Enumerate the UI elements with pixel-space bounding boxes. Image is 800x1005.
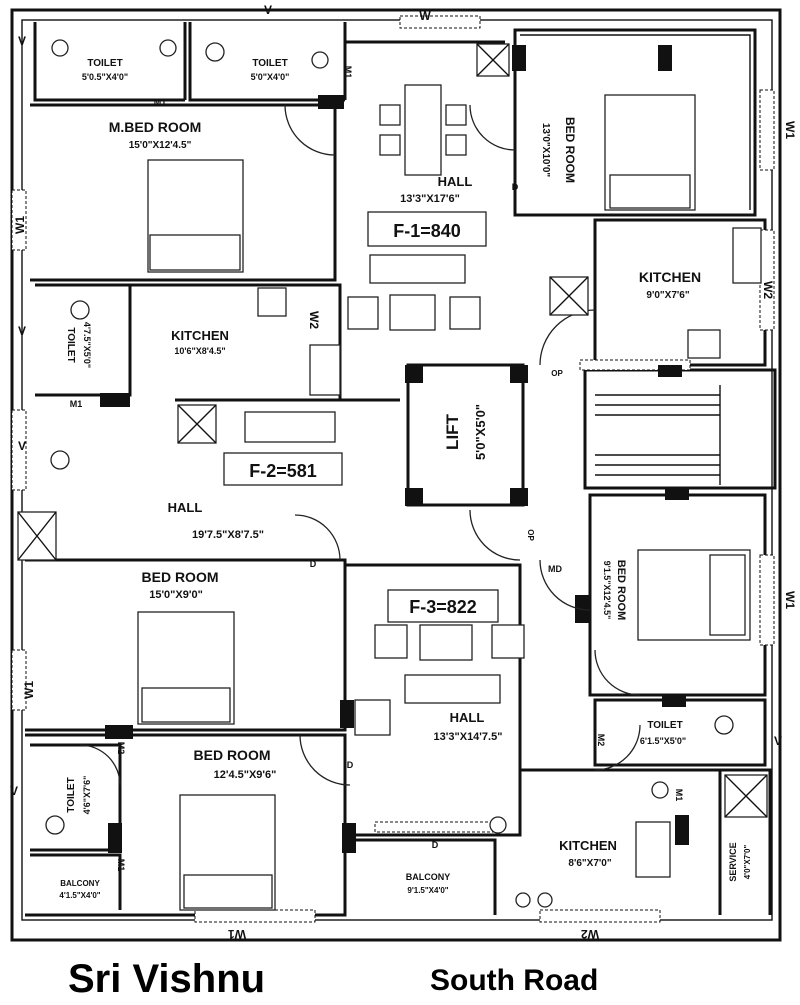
mark-m1-top: M1 <box>343 66 353 79</box>
flat-f3-label: F-3=822 <box>409 597 477 617</box>
furniture <box>17 39 768 911</box>
bed-f1-name: BED ROOM <box>563 117 577 183</box>
mark-v-left2: V <box>18 324 26 338</box>
lift-size: 5'0"X5'0" <box>473 404 488 460</box>
footer-right-text: South Road <box>430 964 598 997</box>
mark-m1-f2: M1 <box>70 399 83 409</box>
kitchen-f3-size: 8'6"X7'0" <box>568 858 611 869</box>
bed-f3-size: 9'1.5"X12'4.5" <box>602 561 612 620</box>
balcony-mid-name: BALCONY <box>406 872 451 882</box>
mark-op-lower: OP <box>526 529 535 541</box>
columns <box>100 45 689 853</box>
kitchen-f2-size: 10'6"X8'4.5" <box>174 346 225 356</box>
flat-f3-box <box>387 589 499 623</box>
bed-f3-name: BED ROOM <box>615 560 627 621</box>
hall-f2-size: 19'7.5"X8'7.5" <box>192 529 264 541</box>
mark-d-bed-f2: D <box>310 559 317 569</box>
hall-f3-size: 13'3"X14'7.5" <box>434 731 503 743</box>
kitchen-f3-name: KITCHEN <box>559 838 617 853</box>
toilet-bottom-size: 4'6"X7'6" <box>82 776 92 815</box>
kitchen-f1-size: 9'0"X7'6" <box>646 290 689 301</box>
toilet-a-size: 5'0.5"X4'0" <box>82 72 128 82</box>
flat-f2-box <box>223 452 343 486</box>
mark-w2-kitchen: W2 <box>307 311 321 329</box>
bed-bottom-size: 12'4.5"X9'6" <box>214 769 277 781</box>
mark-w1-right2: W1 <box>783 591 797 609</box>
lift-shaft <box>406 363 525 507</box>
kitchen-f2-name: KITCHEN <box>171 328 229 343</box>
toilet-f2-name: TOILET <box>65 327 76 362</box>
hall-f1-size: 13'3"X17'6" <box>400 193 460 205</box>
staircase <box>583 368 777 490</box>
flat-f2-label: F-2=581 <box>249 461 317 481</box>
bed-f1-size: 13'0"X10'0" <box>540 123 551 178</box>
bed-f2-name: BED ROOM <box>142 569 219 585</box>
mark-m1-f3: M1 <box>674 789 684 802</box>
hall-f3-name: HALL <box>450 710 485 725</box>
mark-op-upper: OP <box>551 369 563 378</box>
mark-m1-mbed: M1 <box>154 97 167 107</box>
labels: TOILET 5'0.5"X4'0" TOILET 5'0"X4'0" M.BE… <box>10 3 797 941</box>
master-bed-name: M.BED ROOM <box>109 119 202 135</box>
mark-md: MD <box>548 564 562 574</box>
mark-v-left3: V <box>18 439 26 453</box>
mark-w2-right: W2 <box>761 281 775 299</box>
mark-w-top: W <box>419 9 431 23</box>
lift-name: LIFT <box>443 413 462 449</box>
toilet-f3-name: TOILET <box>647 720 682 731</box>
mark-w1-left2: W1 <box>22 681 36 699</box>
bed-bottom-name: BED ROOM <box>194 747 271 763</box>
kitchen-f1-name: KITCHEN <box>639 269 701 285</box>
hall-f1-name: HALL <box>438 174 473 189</box>
mark-m2-f3: M2 <box>596 734 606 747</box>
mark-w1-right: W1 <box>783 121 797 139</box>
mark-m1-bottom: M1 <box>116 859 126 872</box>
mark-d-bed-bottom: D <box>347 760 354 770</box>
footer-left-text: Sri Vishnu <box>68 957 265 1001</box>
mark-w1-bottom: W1 <box>228 927 246 941</box>
flat-f1-box <box>367 211 487 247</box>
mark-m2-bottom: M2 <box>116 742 126 755</box>
balcony-mid-size: 9'1.5"X4'0" <box>407 886 448 895</box>
bed-f2-size: 15'0"X9'0" <box>149 589 203 601</box>
toilet-f2-size: 4'7.5"X5'0" <box>82 322 92 368</box>
toilet-b-name: TOILET <box>252 58 287 69</box>
mark-v-right: V <box>774 734 782 748</box>
mark-d-bed-f1: D <box>512 182 519 192</box>
mark-v-left4: V <box>10 784 18 798</box>
mark-w1-left: W1 <box>13 216 27 234</box>
hall-f2-name: HALL <box>168 500 203 515</box>
mark-d-balcony: D <box>432 840 439 850</box>
toilet-bottom-name: TOILET <box>66 777 77 812</box>
toilet-f3-size: 6'1.5"X5'0" <box>640 736 686 746</box>
balcony-left-name: BALCONY <box>60 879 100 888</box>
toilet-a-name: TOILET <box>87 58 122 69</box>
service-size: 4'0"X7'0" <box>743 845 752 880</box>
flat-f1-label: F-1=840 <box>393 221 461 241</box>
toilet-b-size: 5'0"X4'0" <box>251 72 290 82</box>
mark-w2-bottom: W2 <box>581 927 599 941</box>
master-bed-size: 15'0"X12'4.5" <box>129 140 192 151</box>
door-swings <box>79 104 641 786</box>
balcony-left-size: 4'1.5"X4'0" <box>59 891 100 900</box>
mark-v-top: V <box>264 3 272 17</box>
service-name: SERVICE <box>728 842 738 881</box>
mark-v-left1: V <box>18 34 26 48</box>
